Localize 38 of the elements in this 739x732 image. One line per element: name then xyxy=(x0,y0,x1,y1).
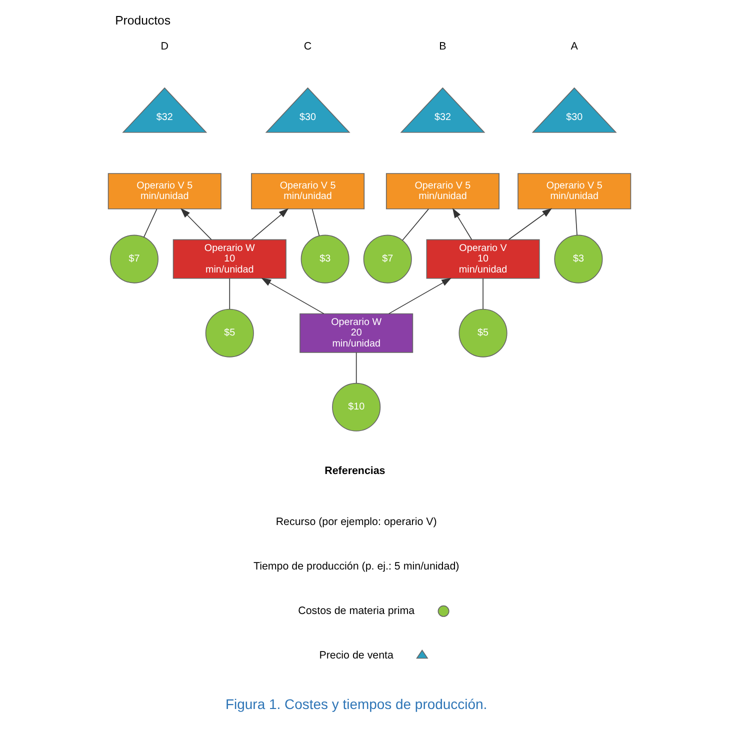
arrow xyxy=(180,208,212,240)
node-circle: $5 xyxy=(458,308,508,358)
node-box: Operario V 5 min/unidad xyxy=(108,173,222,210)
caption: Figura 1. Costes y tiempos de producción. xyxy=(226,696,488,712)
node-circle: $3 xyxy=(554,234,603,284)
arrow xyxy=(261,278,324,314)
node-label: B xyxy=(439,40,446,53)
diagram-title: Productos xyxy=(115,14,171,28)
legend-label: Costos de materia prima xyxy=(298,604,415,617)
node-box: Operario V 10 min/unidad xyxy=(426,239,540,279)
legend-label: Precio de venta xyxy=(319,649,394,662)
arrow xyxy=(452,208,472,240)
arrow xyxy=(388,278,452,314)
node-label: C xyxy=(304,40,312,53)
connector xyxy=(356,352,357,384)
connector xyxy=(312,208,320,236)
node-box: Operario V 5 min/unidad xyxy=(518,173,632,210)
connector xyxy=(575,208,578,236)
node-circle: $3 xyxy=(300,234,350,284)
node-box: Operario V 5 min/unidad xyxy=(386,173,500,210)
label: Referencias xyxy=(324,465,386,478)
node-circle: $7 xyxy=(110,234,158,284)
node-label: D xyxy=(160,40,169,53)
arrow xyxy=(251,208,289,240)
arrow xyxy=(508,208,552,240)
legend-label: Tiempo de producción (p. ej.: 5 min/unidad) xyxy=(253,560,460,573)
connector xyxy=(143,208,158,238)
node-circle: $5 xyxy=(205,308,254,358)
node-box: Operario W 20 min/unidad xyxy=(300,313,414,353)
node-circle: $10 xyxy=(332,382,381,432)
node-circle: $7 xyxy=(363,234,412,284)
connector xyxy=(482,278,484,310)
node-label: A xyxy=(570,40,578,53)
connector xyxy=(229,278,230,310)
node-box: Operario W 10 min/unidad xyxy=(172,239,286,279)
legend-label: Recurso (por ejemplo: operario V) xyxy=(276,516,437,528)
connector xyxy=(402,208,429,241)
node-box: Operario V 5 min/unidad xyxy=(251,173,365,210)
